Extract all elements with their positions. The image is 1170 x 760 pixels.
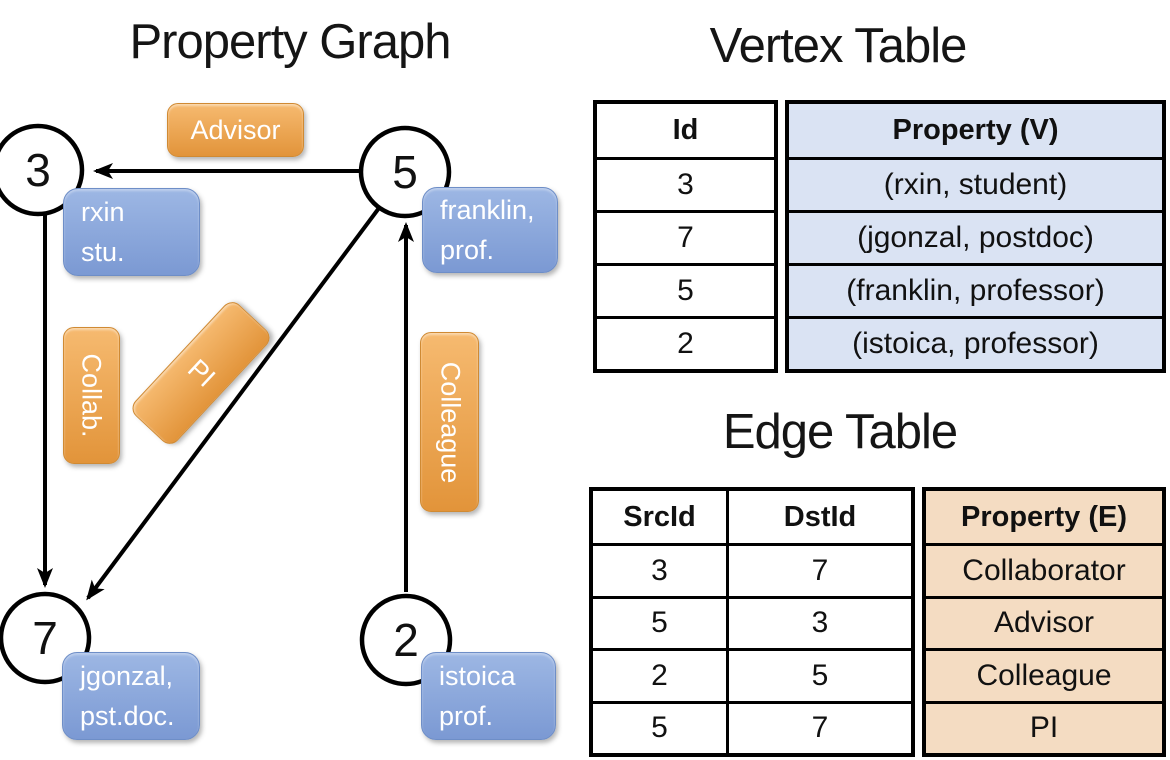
vertex-property-cell: (jgonzal, postdoc) (789, 210, 1162, 263)
vertex-id-cell: 2 (597, 316, 774, 369)
edge-label-advisor: Advisor (167, 103, 304, 157)
vertex-label-istoica: istoica prof. (421, 652, 556, 740)
vertex-property-cell: (istoica, professor) (789, 316, 1162, 369)
edge-srcid-cell: 3 (593, 543, 729, 596)
edge-srcid-cell: 5 (593, 595, 729, 649)
edge-label-pi-text: PI (181, 352, 221, 393)
edge-line-pi-5-to-7 (86, 206, 381, 601)
edge-dstid-cell: 7 (729, 700, 911, 753)
vertex-id-cell: 3 (597, 157, 774, 210)
edge-property-cell: Colleague (926, 648, 1162, 700)
vertex-table-title: Vertex Table (709, 19, 968, 73)
edge-label-advisor-text: Advisor (190, 114, 281, 145)
vertex-id-cell: 5 (597, 263, 774, 316)
node-id-5: 5 (392, 146, 418, 198)
node-id-7: 7 (32, 612, 58, 664)
vertex-label-istoica-line2: prof. (439, 701, 494, 731)
edge-label-collab: Collab. (63, 327, 120, 464)
vertex-label-rxin: rxin stu. (63, 188, 200, 276)
node-circle-3 (0, 123, 85, 217)
edge-table-id-columns: SrcId DstId 3 7 5 3 2 5 5 7 (589, 487, 915, 757)
vertex-id-cell: 7 (597, 210, 774, 263)
edge-dstid-cell: 5 (729, 648, 911, 700)
vertex-label-jgonzal-line2: pst.doc. (80, 701, 175, 731)
vertex-label-franklin: franklin, prof. (422, 187, 558, 273)
edge-table-title: Edge Table (722, 405, 958, 459)
vertex-table-property-column: Property (V) (rxin, student) (jgonzal, p… (785, 100, 1166, 373)
node-id-2: 2 (393, 614, 419, 666)
vertex-label-jgonzal-line1: jgonzal, (80, 660, 174, 691)
edge-srcid-cell: 5 (593, 700, 729, 753)
edge-dstid-header: DstId (783, 500, 857, 533)
node-id-3: 3 (25, 144, 51, 196)
edge-label-colleague: Colleague (420, 332, 479, 512)
edge-property-cell: Collaborator (926, 543, 1162, 595)
vertex-property-header: Property (V) (892, 114, 1059, 146)
edge-dstid-cell: 3 (729, 595, 911, 648)
vertex-label-jgonzal: jgonzal, pst.doc. (62, 652, 200, 740)
vertex-property-cell: (franklin, professor) (789, 263, 1162, 316)
vertex-label-franklin-line2: prof. (440, 235, 495, 265)
edge-property-cell: Advisor (926, 595, 1162, 648)
edge-srcid-header: SrcId (593, 491, 729, 544)
edge-label-colleague-text: Colleague (435, 361, 465, 483)
vertex-id-header: Id (672, 114, 699, 146)
vertex-label-franklin-line1: franklin, (440, 194, 535, 225)
vertex-property-cell: (rxin, student) (789, 157, 1162, 210)
edge-dstid-cell: 7 (729, 543, 911, 595)
edge-srcid-cell: 2 (593, 648, 729, 701)
vertex-label-rxin-line2: stu. (81, 237, 125, 267)
edge-property-header: Property (E) (961, 500, 1127, 533)
vertex-table-id-column: Id 3 7 5 2 (593, 100, 778, 373)
property-graph-title: Property Graph (129, 15, 452, 69)
vertex-label-rxin-line1: rxin (81, 196, 125, 227)
edge-label-collab-text: Collab. (77, 353, 108, 438)
edge-property-cell: PI (926, 700, 1162, 753)
vertex-label-istoica-line1: istoica (439, 660, 516, 691)
edge-table-property-column: Property (E) Collaborator Advisor Collea… (922, 487, 1166, 757)
